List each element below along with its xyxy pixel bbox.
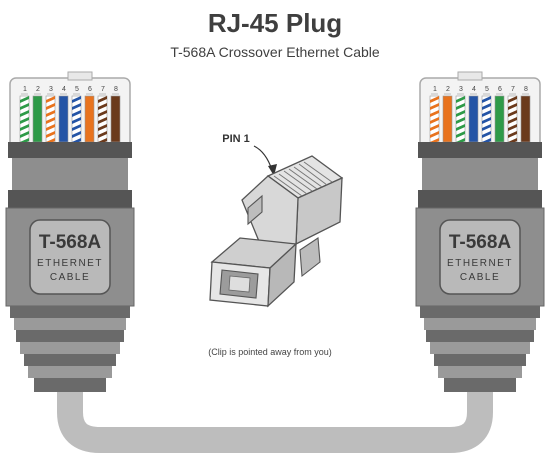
connecting-cable: [57, 390, 493, 453]
left-wire-5: [71, 93, 82, 145]
left-plug-label-line2: CABLE: [50, 272, 90, 283]
left-plug-clip-tab: [67, 71, 93, 81]
right-boot-ridge: [438, 366, 522, 378]
plug-sleeve-side: [267, 242, 297, 308]
right-boot-ridge: [444, 378, 516, 392]
left-plug-label-title: T-568A: [39, 232, 102, 253]
pin-number: 7: [101, 86, 105, 93]
left-wire-1: [19, 93, 30, 145]
left-wire-6: [84, 93, 95, 143]
left-plug-neck: [12, 158, 128, 194]
pin-number: 3: [49, 86, 53, 93]
diagram-title: RJ-45 Plug: [208, 8, 342, 38]
clip-orientation-note: (Clip is pointed away from you): [208, 347, 332, 357]
right-boot-ridge: [426, 330, 534, 342]
pin-number: 1: [433, 86, 437, 93]
right-plug-label-line1: ETHERNET: [447, 258, 513, 269]
right-wire-2: [442, 93, 453, 143]
right-wire-8: [520, 93, 531, 143]
right-wire-4: [468, 93, 479, 143]
pin-number: 1: [23, 86, 27, 93]
right-wires: [429, 93, 531, 145]
pin-number: 6: [498, 86, 502, 93]
left-boot-ridge: [14, 318, 126, 330]
left-plug-label-line1: ETHERNET: [37, 258, 103, 269]
left-boot-ridge: [10, 306, 130, 318]
right-boot-ridge: [420, 306, 540, 318]
pin-number: 5: [75, 86, 79, 93]
rj45-plug-illustration: PIN 1 (Clip is pointed away from yo: [208, 133, 344, 357]
pin-number: 4: [62, 86, 66, 93]
plug-cable-opening-inner: [228, 275, 251, 293]
left-boot-ridge: [28, 366, 112, 378]
right-plug-dark-band: [418, 190, 542, 210]
right-boot-ridge: [434, 354, 526, 366]
right-wire-1: [429, 93, 440, 145]
left-boot-ridge: [34, 378, 106, 392]
right-plug-neck: [422, 158, 538, 194]
right-plug-dark-band: [418, 142, 542, 158]
right-wire-5: [481, 93, 492, 145]
diagram-subtitle: T-568A Crossover Ethernet Cable: [170, 44, 380, 60]
right-plug: 1 2 3 4 5 6 7 8 T-568A ETHERNET CABLE: [415, 71, 545, 392]
left-plug-dark-band: [8, 142, 132, 158]
right-wire-6: [494, 93, 505, 143]
plug-strain-tab: [299, 237, 321, 278]
pin-1-label: PIN 1: [222, 133, 250, 145]
left-boot-ridge: [16, 330, 124, 342]
left-boot-ridge: [20, 342, 120, 354]
right-plug-label: [439, 219, 521, 295]
pin-number: 2: [36, 86, 40, 93]
pin-number: 8: [524, 86, 528, 93]
plug-clip: [247, 194, 263, 226]
left-boot-ridge: [24, 354, 116, 366]
left-plug-dark-band: [8, 190, 132, 210]
right-plug-label-line2: CABLE: [460, 272, 500, 283]
pin-number: 6: [88, 86, 92, 93]
plug-contacts: [273, 161, 333, 197]
left-wire-4: [58, 93, 69, 143]
left-plug: 1 2 3 4 5 6 7 8 T-568A ETHERNET CABLE: [5, 71, 135, 392]
left-wire-2: [32, 93, 43, 143]
pin-number: 7: [511, 86, 515, 93]
pin-number: 5: [485, 86, 489, 93]
pin-number: 4: [472, 86, 476, 93]
pin-number: 8: [114, 86, 118, 93]
left-wires: [19, 93, 121, 145]
right-wire-3: [455, 93, 466, 145]
right-plug-clip-tab: [457, 71, 483, 81]
left-wire-8: [110, 93, 121, 143]
right-pin-numbers: 1 2 3 4 5 6 7 8: [433, 86, 528, 93]
pin-number: 3: [459, 86, 463, 93]
right-boot-ridge: [430, 342, 530, 354]
left-wire-3: [45, 93, 56, 145]
left-pin-numbers: 1 2 3 4 5 6 7 8: [23, 86, 118, 93]
left-plug-label: [29, 219, 111, 295]
right-plug-label-title: T-568A: [449, 232, 512, 253]
left-wire-7: [97, 93, 108, 145]
right-wire-7: [507, 93, 518, 145]
right-boot-ridge: [424, 318, 536, 330]
pin-number: 2: [446, 86, 450, 93]
